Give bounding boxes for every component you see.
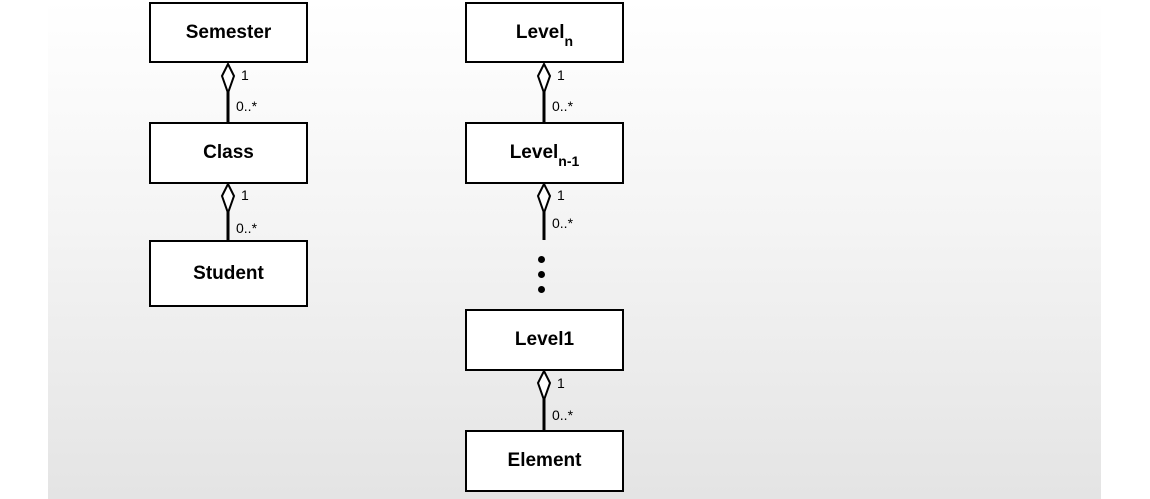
aggregation-leveln1-next — [536, 181, 552, 240]
multiplicity-many: 0..* — [552, 215, 574, 231]
level1-label: Level1 — [514, 329, 575, 350]
level1-box: Level1 — [465, 309, 624, 371]
multiplicity-many: 0..* — [552, 407, 574, 423]
aggregation-leveln-leveln1 — [536, 61, 552, 123]
student-box: Student — [149, 240, 308, 307]
ellipsis-dot — [538, 256, 545, 263]
multiplicity-one: 1 — [557, 67, 565, 83]
multiplicity-many: 0..* — [236, 220, 258, 236]
ellipsis-dot — [538, 271, 545, 278]
multiplicity-one: 1 — [241, 67, 249, 83]
multiplicity-many: 0..* — [236, 98, 258, 114]
level-n-box: Leveln — [465, 2, 624, 63]
aggregation-semester-class — [220, 61, 236, 123]
aggregation-class-student — [220, 181, 236, 241]
level-n-minus-1-box: Leveln-1 — [465, 122, 624, 184]
semester-box: Semester — [149, 2, 308, 63]
semester-label: Semester — [185, 21, 272, 43]
multiplicity-one: 1 — [557, 187, 565, 203]
multiplicity-many: 0..* — [552, 98, 574, 114]
level-n-minus-1-label: Leveln-1 — [509, 142, 580, 169]
multiplicity-one: 1 — [557, 375, 565, 391]
multiplicity-one: 1 — [241, 187, 249, 203]
aggregation-level1-element — [536, 368, 552, 431]
element-label: Element — [507, 450, 582, 471]
class-box: Class — [149, 122, 308, 184]
student-label: Student — [193, 262, 264, 284]
ellipsis-dot — [538, 286, 545, 293]
element-box: Element — [465, 430, 624, 492]
class-label: Class — [203, 142, 254, 163]
level-n-label: Leveln — [515, 21, 574, 49]
